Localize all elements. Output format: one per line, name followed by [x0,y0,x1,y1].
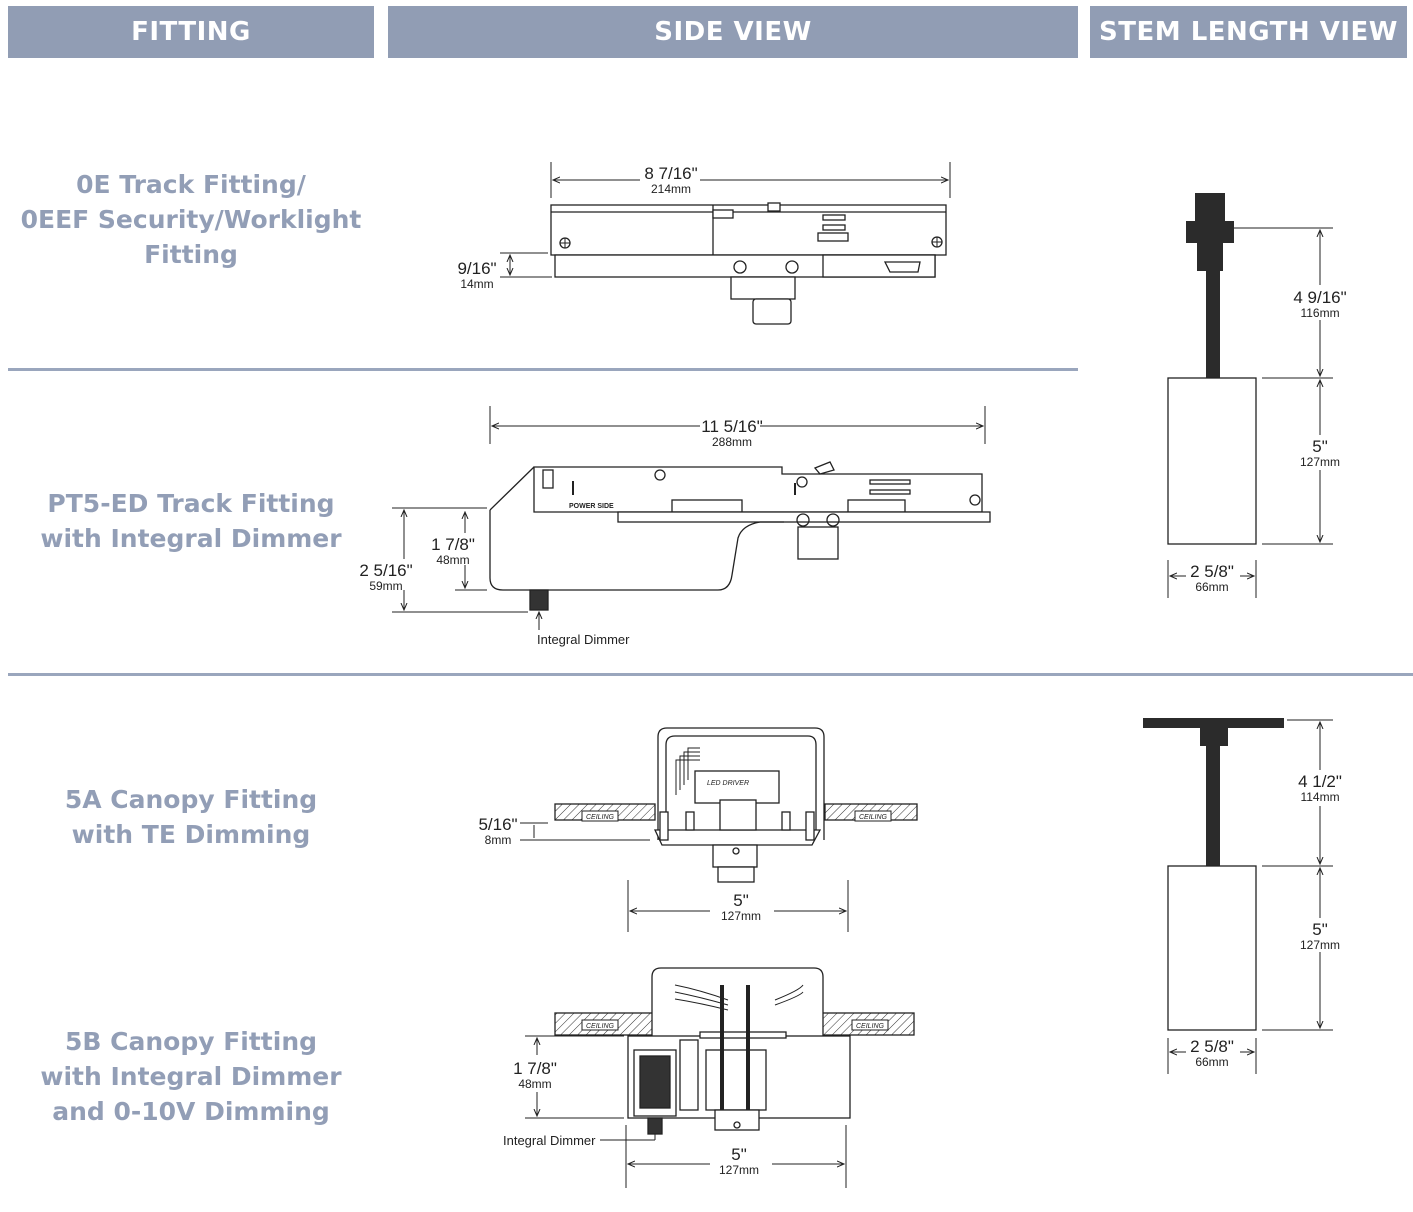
ceiling-label-5a-left: CEILING [586,814,615,821]
ceiling-label-5a-right: CEILING [859,814,888,821]
row-separator-1 [8,368,1078,371]
stem-view-2-drawing [1143,718,1333,1074]
dim-oe-height: 9/16"14mm [457,259,497,291]
pt5-ed-track-fitting-drawing [392,406,991,630]
dim-5a-width: 5"127mm [720,891,761,923]
dim-pt5-height-outer: 2 5/16"59mm [359,561,413,593]
pt5-integral-dimmer-note: Integral Dimmer [537,632,630,647]
fitting-label-0e: 0E Track Fitting/ 0EEF Security/Workligh… [20,170,362,269]
5b-integral-dimmer-note: Integral Dimmer [503,1133,596,1148]
5a-canopy-fitting-drawing [520,727,918,932]
dim-stem1-stem: 4 9/16"116mm [1293,288,1347,320]
row-separator-2 [8,673,1413,676]
oe-track-fitting-drawing [500,162,951,325]
dim-stem2-body: 5"127mm [1299,920,1340,952]
dim-stem2-width: 2 5/8"66mm [1190,1037,1234,1069]
header-fitting: FITTING [8,6,374,58]
dim-5a-height: 5/16"8mm [478,815,518,847]
power-side-label: POWER SIDE [569,503,614,510]
header-stem-length-view: STEM LENGTH VIEW [1090,6,1407,58]
dim-stem1-body: 5"127mm [1299,437,1340,469]
fitting-label-5a: 5A Canopy Fitting with TE Dimming [64,785,318,849]
dim-stem2-stem: 4 1/2"114mm [1298,772,1342,804]
dim-pt5-width: 11 5/16"288mm [701,417,763,449]
fitting-label-pt5: PT5-ED Track Fitting with Integral Dimme… [40,489,342,553]
dim-pt5-height-inner: 1 7/8"48mm [431,535,475,567]
ceiling-label-5b-right: CEILING [856,1023,885,1030]
header-side-view: SIDE VIEW [388,6,1078,58]
led-driver-label: LED DRIVER [707,780,749,787]
fitting-label-5b: 5B Canopy Fitting with Integral Dimmer a… [40,1027,342,1126]
dim-stem1-width: 2 5/8"66mm [1190,562,1234,594]
5b-canopy-fitting-drawing [525,967,915,1188]
dim-oe-width: 8 7/16"214mm [644,164,698,196]
dim-5b-width: 5"127mm [718,1145,759,1177]
ceiling-label-5b-left: CEILING [586,1023,615,1030]
stem-view-1-drawing [1167,193,1333,598]
dim-5b-height: 1 7/8"48mm [513,1059,557,1091]
